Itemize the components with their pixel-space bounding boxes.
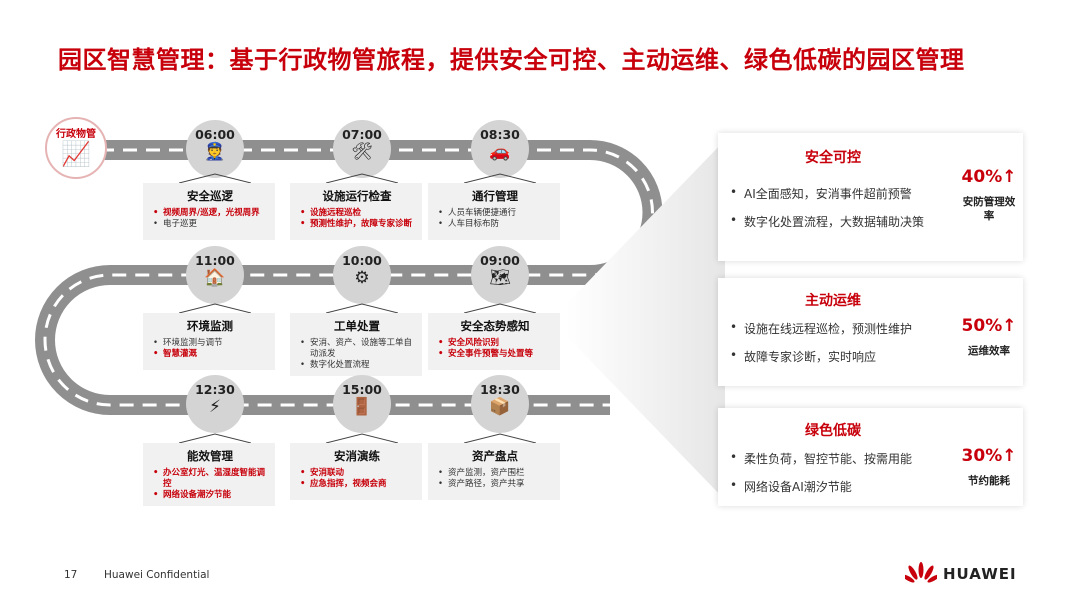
journey-card: 安全巡逻视频周界/巡逻，光视周界电子巡更 xyxy=(143,183,275,240)
journey-card: 安全态势感知安全风险识别安全事件预警与处置等 xyxy=(428,313,560,370)
emergency-exit-icon: 🚪 xyxy=(351,397,373,417)
card-bullet: 数字化处置流程 xyxy=(298,360,416,371)
card-title: 安全态势感知 xyxy=(460,319,530,333)
journey-card: 资产盘点资产监测，资产围栏资产路径，资产共享 xyxy=(428,443,560,500)
journey-card: 设施运行检查设施远程巡检预测性维护，故障专家诊断 xyxy=(290,183,422,240)
start-label: 行政物管 xyxy=(56,129,96,140)
benefit-panel: 安全可控 AI全面感知，安消事件超前预警数字化处置流程，大数据辅助决策40%↑ … xyxy=(718,133,1023,261)
journey-node-1500[interactable]: 15:00 🚪 xyxy=(333,375,391,433)
node-time: 11:00 xyxy=(195,253,235,268)
vehicle-pass-icon: 🚗 xyxy=(489,142,511,162)
card-bullet: 人员车辆便捷通行 xyxy=(436,208,554,219)
node-time: 08:30 xyxy=(480,127,520,142)
huawei-petal-icon xyxy=(905,562,937,583)
panel-bullet: 网络设备AI潮汐节能 xyxy=(728,478,912,495)
card-pointer xyxy=(179,433,251,444)
card-title: 安消演练 xyxy=(334,449,380,463)
card-bullet: 环境监测与调节 xyxy=(151,338,269,349)
journey-node-0830[interactable]: 08:30 🚗 xyxy=(471,120,529,178)
card-pointer xyxy=(179,303,251,314)
card-title: 通行管理 xyxy=(472,189,518,203)
card-title: 设施运行检查 xyxy=(322,189,392,203)
journey-node-1100[interactable]: 11:00 🏠 xyxy=(186,246,244,304)
card-pointer xyxy=(326,173,398,184)
panel-percentage: 40%↑ xyxy=(961,167,1017,187)
situation-awareness-icon: 🗺 xyxy=(489,268,511,288)
brand-name: HUAWEI xyxy=(943,565,1017,583)
card-pointer xyxy=(326,433,398,444)
patrol-guard-icon: 👮 xyxy=(204,142,226,162)
panel-bullet: 数字化处置流程，大数据辅助决策 xyxy=(728,213,924,230)
journey-card: 安消演练安消联动应急指挥，视频会商 xyxy=(290,443,422,500)
environment-home-icon: 🏠 xyxy=(204,268,226,288)
journey-node-1830[interactable]: 18:30 📦 xyxy=(471,375,529,433)
start-badge: 行政物管 📈 xyxy=(45,117,107,179)
card-bullet: 视频周界/巡逻，光视周界 xyxy=(151,208,269,219)
card-pointer xyxy=(464,303,536,314)
panel-bullet: AI全面感知，安消事件超前预警 xyxy=(728,185,924,202)
panel-percentage: 30%↑ xyxy=(961,446,1017,466)
energy-bolt-icon: ⚡ xyxy=(209,397,221,417)
page-number: 17 xyxy=(64,569,78,581)
panel-title: 主动运维 xyxy=(805,293,861,309)
card-pointer xyxy=(464,433,536,444)
page-title: 园区智慧管理：基于行政物管旅程，提供安全可控、主动运维、绿色低碳的园区管理 xyxy=(58,46,965,74)
card-bullet: 人车目标布防 xyxy=(436,219,554,230)
journey-node-0600[interactable]: 06:00 👮 xyxy=(186,120,244,178)
card-title: 环境监测 xyxy=(187,319,233,333)
card-pointer xyxy=(179,173,251,184)
journey-node-1230[interactable]: 12:30 ⚡ xyxy=(186,375,244,433)
journey-node-0700[interactable]: 07:00 🛠 xyxy=(333,120,391,178)
card-bullet: 网络设备潮汐节能 xyxy=(151,490,269,501)
card-bullet: 电子巡更 xyxy=(151,219,269,230)
card-bullet: 安消联动 xyxy=(298,468,416,479)
panel-metric-label: 安防管理效率 xyxy=(962,196,1016,222)
node-time: 15:00 xyxy=(342,382,382,397)
node-time: 06:00 xyxy=(195,127,235,142)
card-bullet: 安全事件预警与处置等 xyxy=(436,349,554,360)
work-order-icon: ⚙ xyxy=(354,268,370,288)
card-title: 资产盘点 xyxy=(472,449,518,463)
card-bullet: 安全风险识别 xyxy=(436,338,554,349)
card-bullet: 设施远程巡检 xyxy=(298,208,416,219)
panel-metric-label: 节约能耗 xyxy=(968,475,1010,487)
card-title: 工单处置 xyxy=(334,319,380,333)
benefit-panel: 绿色低碳 柔性负荷，智控节能、按需用能网络设备AI潮汐节能 30%↑ 节约能耗 xyxy=(718,408,1023,506)
panel-metric-label: 运维效率 xyxy=(968,345,1010,357)
card-bullet: 应急指挥，视频会商 xyxy=(298,479,416,490)
journey-card: 能效管理办公室灯光、温湿度智能调控网络设备潮汐节能 xyxy=(143,443,275,506)
node-time: 12:30 xyxy=(195,382,235,397)
panel-percentage: 50%↑ xyxy=(961,316,1017,336)
card-bullet: 资产路径，资产共享 xyxy=(436,479,554,490)
card-title: 能效管理 xyxy=(187,449,233,463)
huawei-logo: HUAWEI xyxy=(905,562,1017,586)
card-pointer xyxy=(326,303,398,314)
journey-node-0900[interactable]: 09:00 🗺 xyxy=(471,246,529,304)
card-bullet: 智慧灌溉 xyxy=(151,349,269,360)
journey-card: 工单处置安消、资产、设施等工单自动派发数字化处置流程 xyxy=(290,313,422,376)
panel-title: 安全可控 xyxy=(805,150,861,166)
panel-bullet: 故障专家诊断，实时响应 xyxy=(728,348,912,365)
asset-device-icon: 📦 xyxy=(489,397,511,417)
panel-bullet: 设施在线远程巡检，预测性维护 xyxy=(728,320,912,337)
card-title: 安全巡逻 xyxy=(187,189,233,203)
journey-card: 通行管理人员车辆便捷通行人车目标布防 xyxy=(428,183,560,240)
panel-bullet: 柔性负荷，智控节能、按需用能 xyxy=(728,450,912,467)
confidential-label: Huawei Confidential xyxy=(104,569,210,581)
card-bullet: 资产监测，资产围栏 xyxy=(436,468,554,479)
card-pointer xyxy=(464,173,536,184)
card-bullet: 预测性维护，故障专家诊断 xyxy=(298,219,416,230)
journey-card: 环境监测环境监测与调节智慧灌溉 xyxy=(143,313,275,370)
admin-presentation-icon: 📈 xyxy=(61,140,91,168)
node-time: 18:30 xyxy=(480,382,520,397)
card-bullet: 安消、资产、设施等工单自动派发 xyxy=(298,338,416,360)
node-time: 09:00 xyxy=(480,253,520,268)
node-time: 10:00 xyxy=(342,253,382,268)
card-bullet: 办公室灯光、温湿度智能调控 xyxy=(151,468,269,490)
benefit-panel: 主动运维 设施在线远程巡检，预测性维护故障专家诊断，实时响应 50%↑ 运维效率 xyxy=(718,278,1023,386)
facility-checklist-icon: 🛠 xyxy=(351,142,373,162)
node-time: 07:00 xyxy=(342,127,382,142)
panel-title: 绿色低碳 xyxy=(805,423,861,439)
journey-node-1000[interactable]: 10:00 ⚙ xyxy=(333,246,391,304)
